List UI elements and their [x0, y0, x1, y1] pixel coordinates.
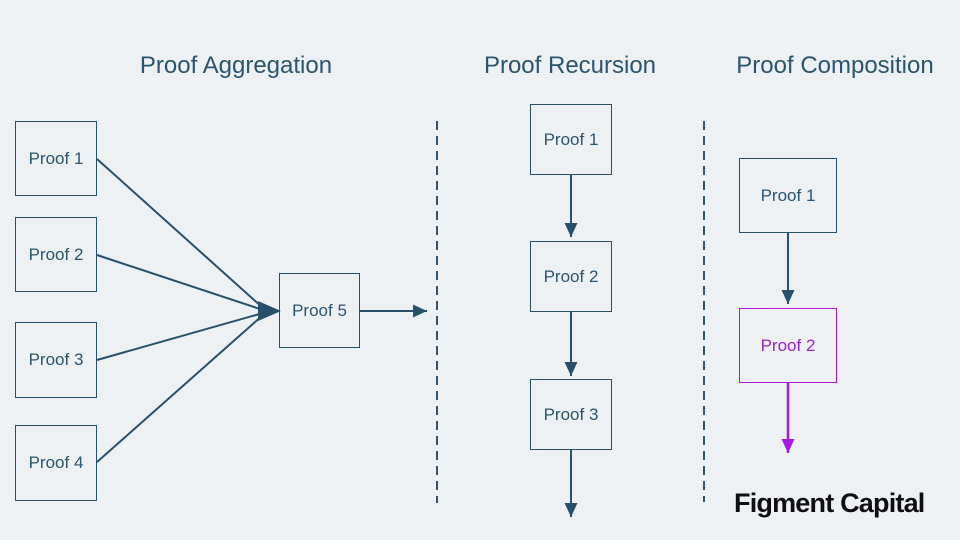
- composition-proof-1-box: Proof 1: [739, 158, 837, 233]
- recursion-title: Proof Recursion: [483, 52, 657, 79]
- aggregation-fan-in-lines: [96, 158, 264, 463]
- composition-proof-2-box: Proof 2: [739, 308, 837, 383]
- fan-in-arrowhead: [258, 301, 281, 321]
- recursion-proof-3-box: Proof 3: [530, 379, 612, 450]
- fan-line-proof3: [96, 312, 264, 361]
- composition-title: Proof Composition: [736, 52, 934, 79]
- aggregation-proof-4-box: Proof 4: [15, 425, 97, 501]
- fan-line-proof4: [96, 314, 264, 463]
- recursion-proof-2-box: Proof 2: [530, 241, 612, 312]
- figment-capital-logo: Figment Capital: [734, 488, 925, 518]
- aggregation-proof-3-box: Proof 3: [15, 322, 97, 398]
- aggregation-proof-1-box: Proof 1: [15, 121, 97, 196]
- fan-line-proof2: [96, 254, 264, 311]
- fan-line-proof1: [96, 158, 264, 309]
- recursion-proof-1-box: Proof 1: [530, 104, 612, 175]
- aggregation-proof-5-box: Proof 5: [279, 273, 360, 348]
- aggregation-proof-2-box: Proof 2: [15, 217, 97, 292]
- aggregation-title: Proof Aggregation: [139, 52, 333, 79]
